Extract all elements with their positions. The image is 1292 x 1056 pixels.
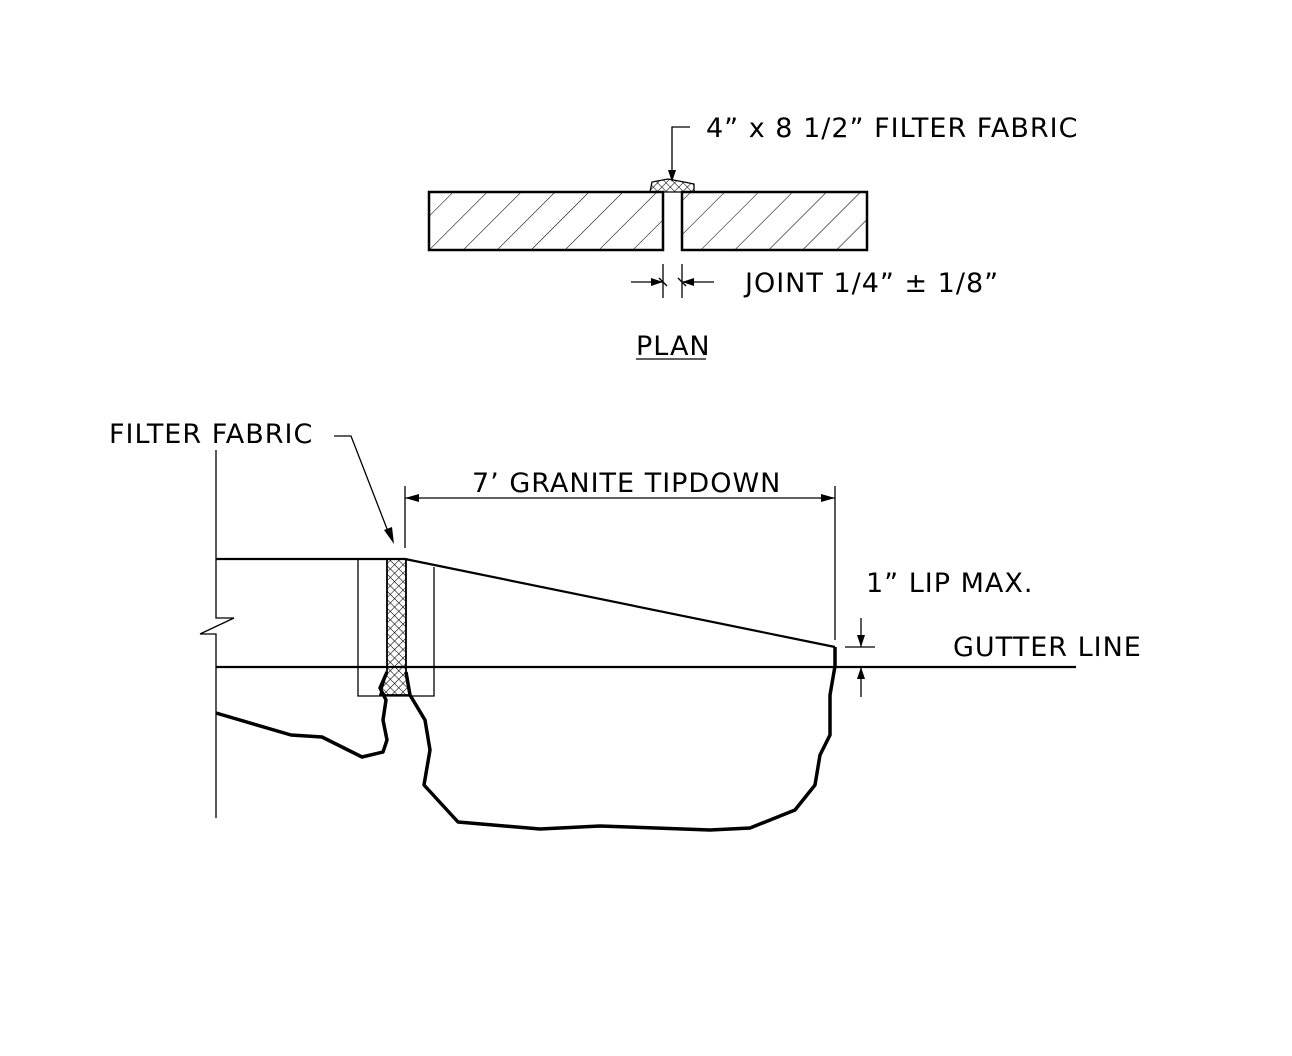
left-granite-curb-plan: [427, 190, 665, 252]
plan-title: PLAN: [636, 331, 711, 362]
section-fabric-leader: [334, 435, 390, 535]
tipdown-label: 7’ GRANITE TIPDOWN: [472, 468, 781, 499]
left-break-line: [199, 450, 235, 818]
filter-fabric-patch-plan: [649, 178, 695, 193]
tipdown-length-dimension: [404, 486, 836, 640]
joint-recess-outline: [357, 559, 435, 697]
section-fabric-label: FILTER FABRIC: [109, 419, 313, 450]
fabric-leader-line: [671, 126, 690, 172]
lip-dimension: [845, 618, 875, 697]
gutter-line-label: GUTTER LINE: [953, 632, 1142, 663]
fabric-leader-arrowhead: [668, 170, 676, 182]
lip-label: 1” LIP MAX.: [866, 568, 1033, 599]
joint-label: JOINT 1/4” ± 1/8”: [743, 268, 999, 299]
left-base-break: [215, 671, 389, 759]
plan-view: 4” x 8 1/2” FILTER FABRIC JOINT 1/4” ± 1…: [427, 113, 1078, 362]
plan-fabric-label: 4” x 8 1/2” FILTER FABRIC: [706, 113, 1078, 144]
tipdown-slope-surface: [404, 557, 836, 649]
section-fabric-arrowhead: [384, 527, 394, 544]
tipdown-base-break: [404, 647, 837, 832]
right-granite-curb-plan: [680, 190, 869, 252]
joint-dimension: [631, 264, 714, 298]
section-view: FILTER FABRIC 7’ GRANITE TIPDOWN 1” LIP …: [109, 419, 1142, 832]
